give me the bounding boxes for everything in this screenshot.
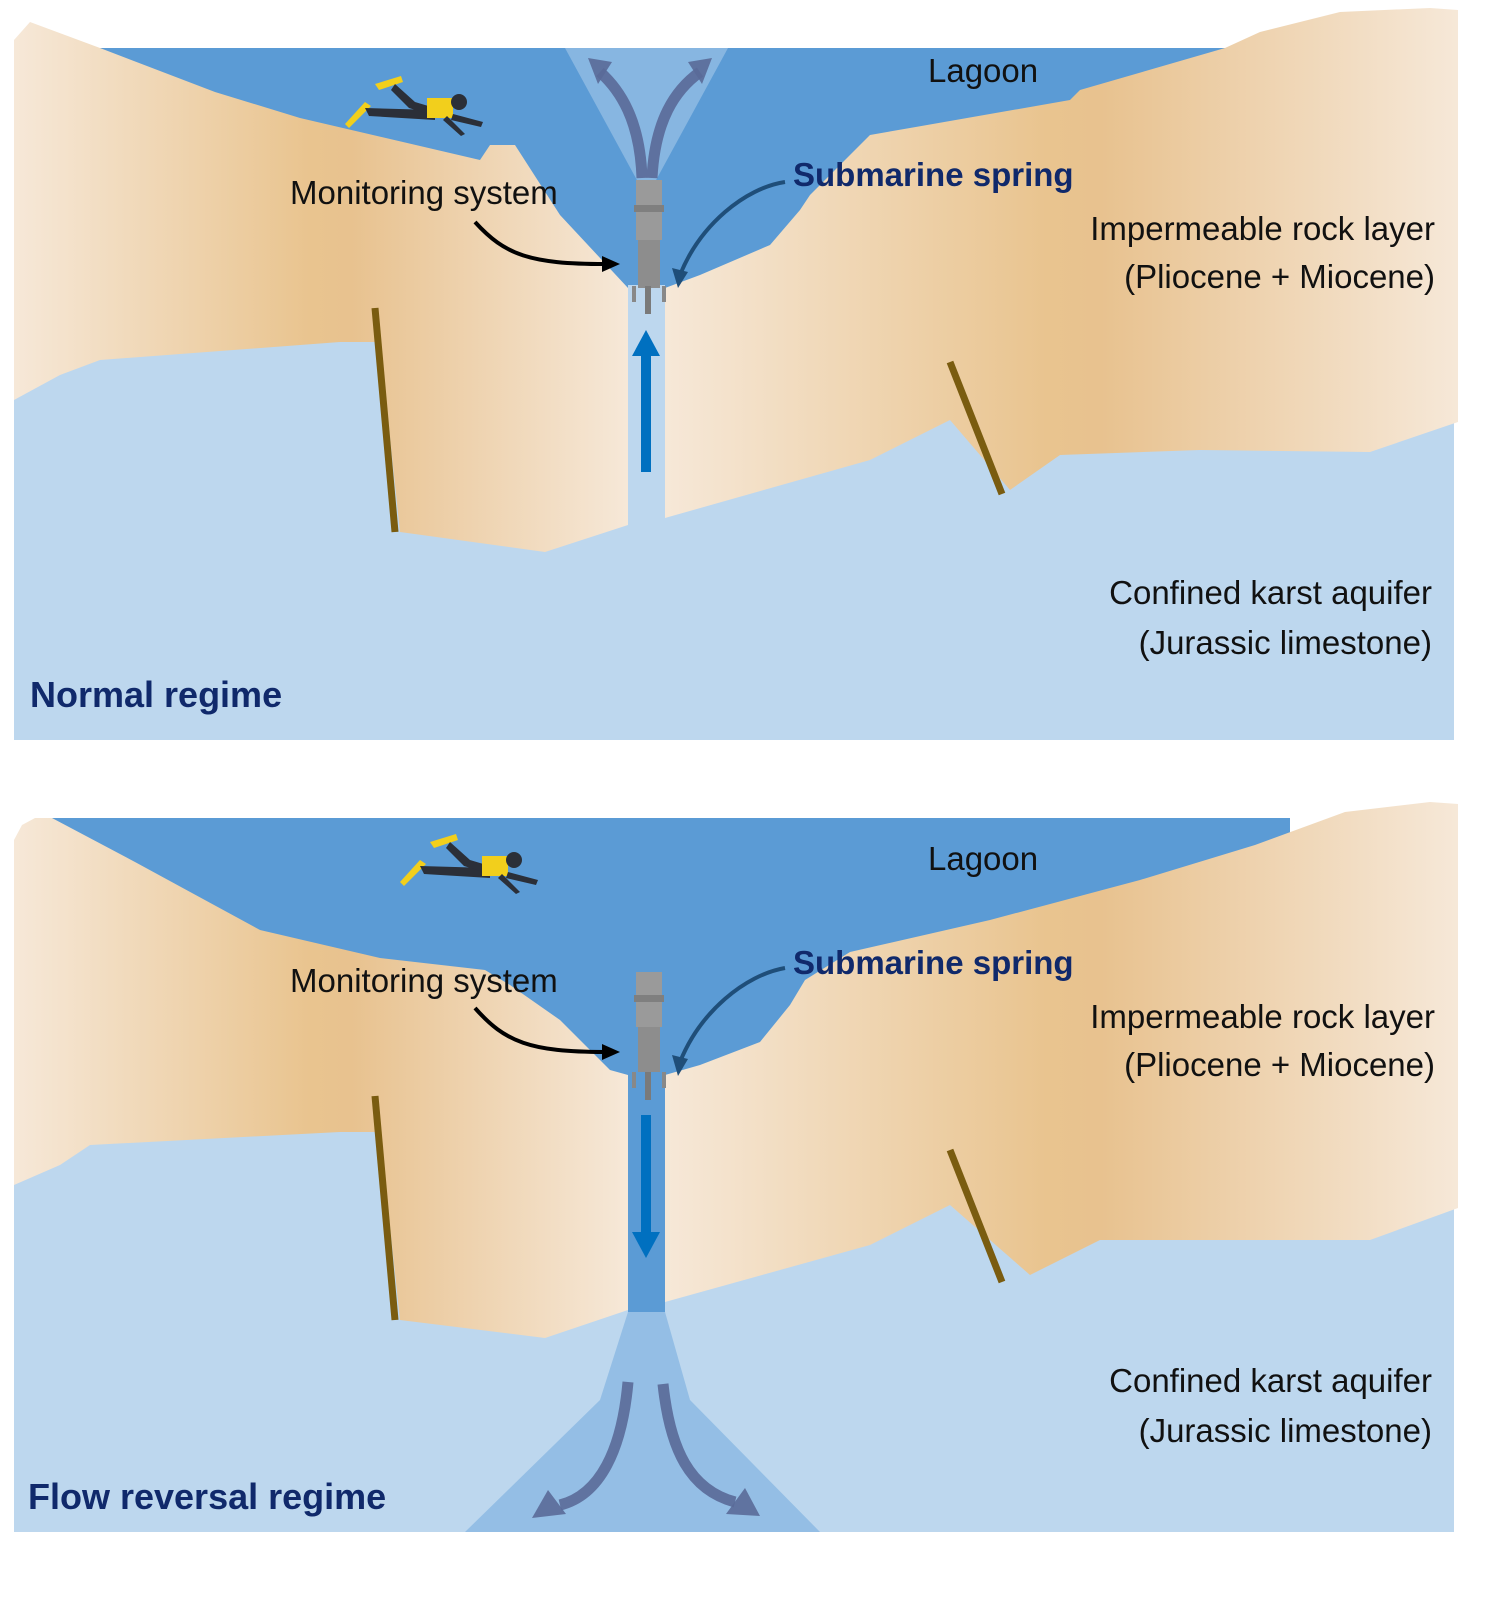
rock-layer-label: Impermeable rock layer (1090, 998, 1435, 1035)
regime-title: Normal regime (30, 674, 282, 715)
flow-arrow-down-icon (632, 1115, 660, 1258)
monitoring-callout-arrow (473, 1006, 606, 1054)
aquifer-age-label: (Jurassic limestone) (1139, 1412, 1432, 1449)
spring-callout-arrow (678, 180, 786, 276)
fault-line-left (371, 307, 399, 533)
aquifer-label: Confined karst aquifer (1109, 1362, 1432, 1399)
spring-callout-arrow (678, 966, 786, 1063)
aquifer-age-label: (Jurassic limestone) (1139, 624, 1432, 661)
monitoring-system-label: Monitoring system (290, 174, 558, 211)
rock-layer-age-label: (Pliocene + Miocene) (1124, 258, 1435, 295)
monitoring-device-icon (632, 972, 666, 1100)
rock-layer-label: Impermeable rock layer (1090, 210, 1435, 247)
monitoring-system-label: Monitoring system (290, 962, 558, 999)
fault-line-left (371, 1095, 399, 1321)
flow-arrow-up-icon (632, 330, 660, 472)
rock-layer-age-label: (Pliocene + Miocene) (1124, 1046, 1435, 1083)
diver-icon (345, 76, 483, 136)
normal-regime-panel: Lagoon Monitoring system Submarine sprin… (14, 8, 1458, 740)
submarine-spring-label: Submarine spring (793, 156, 1074, 193)
rock-layer-left (14, 22, 628, 552)
lagoon-label: Lagoon (928, 52, 1038, 89)
rock-layer-left (14, 818, 628, 1338)
aquifer-label: Confined karst aquifer (1109, 574, 1432, 611)
lagoon-label: Lagoon (928, 840, 1038, 877)
plume-arrows-icon (558, 1381, 737, 1511)
regime-title: Flow reversal regime (28, 1476, 386, 1517)
monitoring-callout-arrow (473, 220, 606, 266)
fault-line-right (946, 1148, 1006, 1284)
plume-arrows-icon (596, 67, 704, 179)
monitoring-device-icon (632, 180, 666, 314)
submarine-spring-label: Submarine spring (793, 944, 1074, 981)
rock-layer-right (665, 8, 1458, 518)
rock-layer-right (665, 802, 1458, 1302)
spring-plume (465, 1312, 820, 1532)
diver-icon (400, 834, 538, 894)
fault-line-right (946, 360, 1006, 496)
flow-reversal-regime-panel: Lagoon Monitoring system Submarine sprin… (14, 802, 1458, 1532)
